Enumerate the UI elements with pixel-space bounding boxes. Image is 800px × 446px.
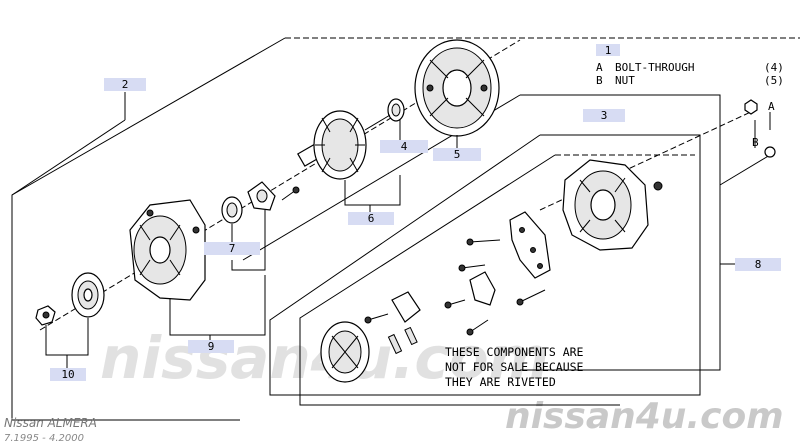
part-5-front-housing: [414, 39, 500, 137]
frame-inner: [299, 154, 620, 406]
through-bolt: [719, 146, 776, 186]
svg-text:4: 4: [401, 140, 408, 153]
regulator-disc: [320, 321, 370, 383]
part-10-pulley: [35, 272, 105, 326]
svg-text:3: 3: [601, 109, 608, 122]
brush-holder: [387, 271, 496, 355]
rear-housing: [562, 159, 663, 251]
callout-1-bg: [596, 44, 620, 56]
part-9-housing: [129, 199, 206, 301]
legend-qty-b: (5): [764, 74, 784, 87]
svg-text:10: 10: [61, 368, 74, 381]
frame-2-left: [11, 37, 286, 421]
footer-model: Nissan ALMERA: [4, 416, 97, 430]
watermark-small: nissan4u.com: [505, 396, 784, 437]
leader-7b: [231, 210, 266, 271]
part-4-bearing: [387, 98, 405, 122]
callout-10[interactable]: 10: [50, 368, 86, 381]
callout-5[interactable]: 5: [433, 148, 481, 161]
legend: 1 A BOLT-THROUGH (4) B NUT (5): [596, 44, 784, 87]
screws-cluster: [364, 238, 546, 336]
callout-4[interactable]: 4: [380, 140, 428, 153]
callout-3[interactable]: 3: [583, 109, 625, 122]
svg-text:7: 7: [229, 242, 236, 255]
label-b: B: [752, 136, 759, 149]
footer-date-range: 7.1995 - 4.2000: [4, 433, 84, 444]
leader-9: [169, 275, 266, 336]
frame-3: [520, 94, 721, 371]
note-line-1: THESE COMPONENTS ARE: [445, 345, 584, 359]
axis-main: [39, 39, 521, 331]
callout-9[interactable]: 9: [188, 340, 234, 353]
svg-text:6: 6: [368, 212, 375, 225]
part-7-bearing-retainer: [221, 181, 276, 224]
frame-8: [269, 134, 701, 396]
callout-8[interactable]: 8: [735, 258, 781, 271]
callout-6[interactable]: 6: [348, 212, 394, 225]
legend-desc-a: BOLT-THROUGH: [615, 61, 694, 74]
note-line-3: THEY ARE RIVETED: [445, 375, 556, 389]
nut-b: [744, 99, 758, 115]
legend-key-a: A: [596, 61, 603, 74]
svg-text:8: 8: [755, 258, 762, 271]
leader-2b: [11, 119, 126, 196]
callout-2[interactable]: 2: [104, 78, 146, 91]
svg-text:2: 2: [122, 78, 129, 91]
label-a: A: [768, 100, 775, 113]
leader-10: [45, 318, 89, 356]
note-line-2: NOT FOR SALE BECAUSE: [445, 360, 584, 374]
legend-desc-b: NUT: [615, 74, 635, 87]
callout-7[interactable]: 7: [204, 242, 260, 255]
part-6-rotor: [297, 110, 391, 180]
legend-key-b: B: [596, 74, 603, 87]
callout-1: 1: [605, 44, 612, 57]
legend-qty-a: (4): [764, 61, 784, 74]
svg-text:5: 5: [454, 148, 461, 161]
rectifier-plate: [509, 211, 551, 279]
screw-small: [281, 186, 300, 201]
svg-text:9: 9: [208, 340, 215, 353]
leader-6: [344, 175, 401, 206]
